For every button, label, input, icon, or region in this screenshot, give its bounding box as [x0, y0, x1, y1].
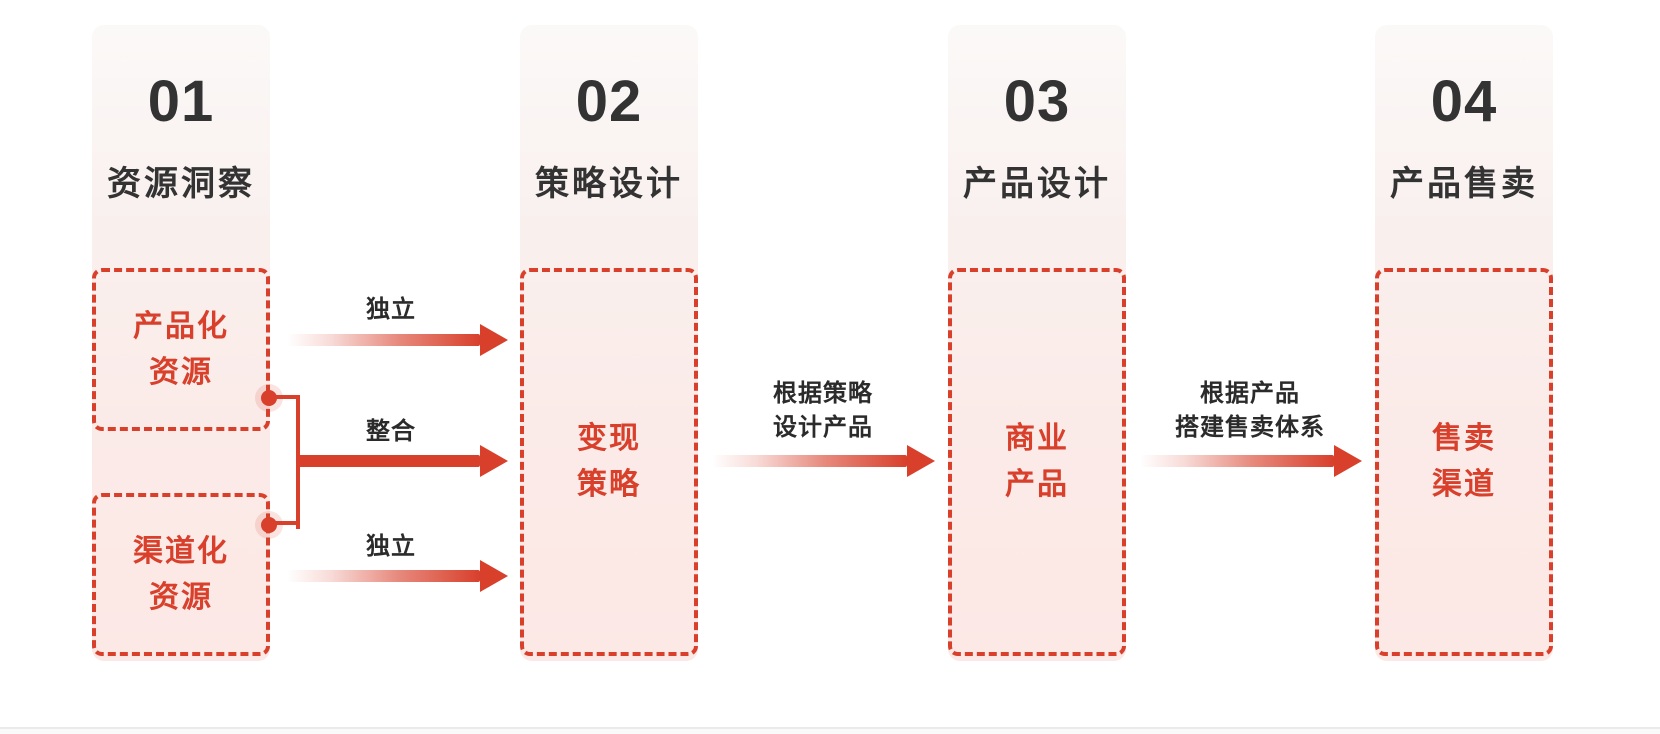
- step1-column-band: [92, 25, 270, 661]
- arrow-label-line: 搭建售卖体系: [1175, 414, 1325, 441]
- box-label-line: 资源: [149, 580, 213, 614]
- step2-number: 02: [575, 69, 643, 134]
- box-monetization-strategy: 变现 策略: [520, 268, 698, 656]
- arrow-independent-bottom-head-icon: [480, 560, 508, 592]
- box-sales-channel: 售卖 渠道: [1375, 268, 1553, 656]
- box-sales-channel-label: 售卖 渠道: [1432, 416, 1496, 508]
- box-channelized-resources-label: 渠道化 资源: [133, 529, 229, 621]
- arrow-label-line: 根据策略: [773, 380, 873, 407]
- arrow-label-strategy-to-product: 根据策略 设计产品: [723, 377, 923, 445]
- footer-strip: [0, 729, 1660, 734]
- arrow-label-line: 根据产品: [1200, 380, 1300, 407]
- arrow-label-integrate: 整合: [366, 418, 416, 445]
- arrow-independent-top-shaft: [287, 334, 480, 346]
- arrow-independent-bottom-shaft: [287, 570, 480, 582]
- box-label-line: 产品化: [133, 309, 229, 343]
- arrow-strategy-to-product-head-icon: [907, 445, 935, 477]
- step1-number: 01: [147, 69, 215, 134]
- box-label-line: 渠道: [1432, 468, 1496, 501]
- box-label-line: 策略: [577, 468, 641, 501]
- box-label-line: 资源: [149, 355, 213, 389]
- box-label-line: 渠道化: [133, 534, 229, 568]
- step2-title: 策略设计: [535, 165, 683, 203]
- arrow-label-line: 设计产品: [773, 414, 873, 441]
- step4-title: 产品售卖: [1390, 165, 1538, 203]
- bracket-line-bottom: [269, 521, 300, 525]
- arrow-label-independent-bottom: 独立: [366, 533, 416, 560]
- junction-dot-channelized: [261, 517, 277, 533]
- arrow-integrate-head-icon: [480, 445, 508, 477]
- arrow-independent-top-head-icon: [480, 324, 508, 356]
- arrow-label-product-to-sales: 根据产品 搭建售卖体系: [1125, 377, 1375, 445]
- arrow-product-to-sales-shaft: [1140, 455, 1334, 467]
- arrow-integrate-shaft: [298, 455, 480, 467]
- arrow-product-to-sales-head-icon: [1334, 445, 1362, 477]
- box-label-line: 变现: [577, 422, 641, 455]
- box-label-line: 产品: [1005, 468, 1069, 501]
- box-commercial-product: 商业 产品: [948, 268, 1126, 656]
- step4-number: 04: [1430, 69, 1498, 134]
- step1-title: 资源洞察: [107, 165, 255, 203]
- arrow-strategy-to-product-shaft: [712, 455, 907, 467]
- step4-column-band: [1375, 25, 1553, 661]
- step2-column-band: [520, 25, 698, 661]
- arrow-label-independent-top: 独立: [366, 296, 416, 323]
- box-productized-resources: 产品化 资源: [92, 268, 270, 431]
- bottom-divider: [0, 727, 1660, 729]
- step3-title: 产品设计: [963, 165, 1111, 203]
- box-commercial-product-label: 商业 产品: [1005, 416, 1069, 508]
- box-monetization-strategy-label: 变现 策略: [577, 416, 641, 508]
- step3-number: 03: [1003, 69, 1071, 134]
- step3-column-band: [948, 25, 1126, 661]
- box-productized-resources-label: 产品化 资源: [133, 304, 229, 396]
- box-label-line: 商业: [1005, 422, 1069, 455]
- box-channelized-resources: 渠道化 资源: [92, 493, 270, 656]
- bracket-line-top: [269, 395, 300, 399]
- box-label-line: 售卖: [1432, 422, 1496, 455]
